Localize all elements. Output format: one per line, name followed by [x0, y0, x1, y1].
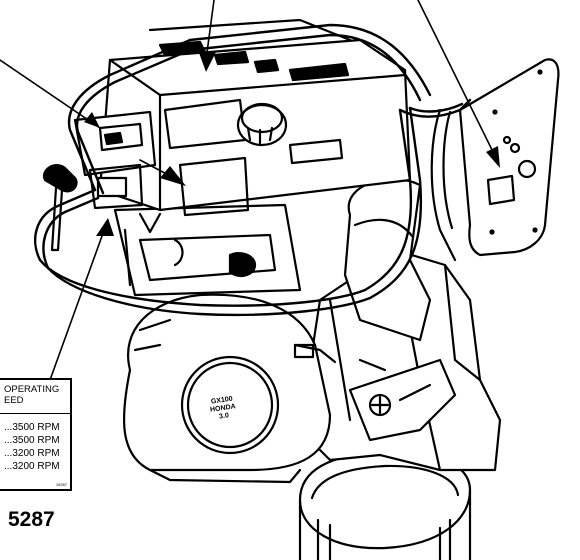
- fuel-cap: [236, 102, 288, 147]
- callout-lines: [0, 0, 499, 381]
- label-header: OPERATING EED: [0, 380, 70, 414]
- label-row-3: ...3200 RPM: [4, 448, 60, 459]
- handle-frame: [33, 23, 472, 317]
- foot-base: [298, 450, 472, 560]
- figure-number: 5287: [8, 508, 55, 531]
- callout-arrows: [84, 50, 500, 236]
- carburetor-area: [113, 203, 302, 297]
- engine: [122, 293, 387, 484]
- label-code: 15287: [55, 482, 67, 487]
- label-header-line1: OPERATING: [4, 384, 60, 395]
- label-row-1: ...3500 RPM: [4, 422, 60, 433]
- label-row-2: ...3500 RPM: [4, 435, 60, 446]
- flywheel-guard: [348, 358, 457, 442]
- engine-switch: [73, 110, 157, 210]
- label-header-line2: EED: [4, 395, 24, 406]
- label-row-4: ...3200 RPM: [4, 461, 60, 472]
- throttle-lever: [42, 164, 78, 252]
- operating-speed-label: OPERATING EED ...3500 RPM ...3500 RPM ..…: [0, 378, 72, 491]
- rear-plate: [430, 58, 560, 262]
